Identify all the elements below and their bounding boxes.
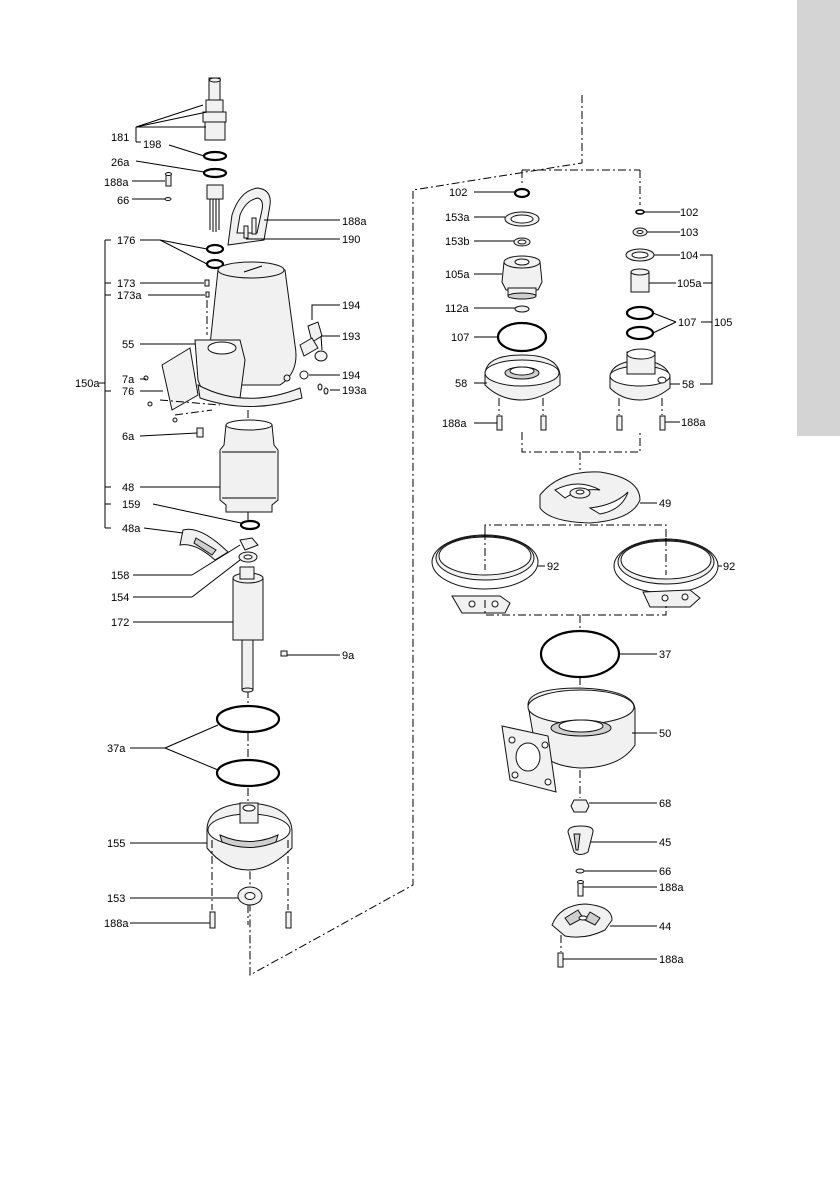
label-172: 172 xyxy=(111,617,129,629)
label-188a: 188a xyxy=(659,882,684,894)
label-37a: 37a xyxy=(107,743,126,755)
plug-assembly xyxy=(300,305,340,394)
label-193: 193 xyxy=(342,331,360,343)
label-153: 153 xyxy=(107,893,125,905)
label-48a: 48a xyxy=(122,523,141,535)
label-44: 44 xyxy=(659,921,671,933)
label-173: 173 xyxy=(117,278,135,290)
label-66: 66 xyxy=(117,195,129,207)
rotor-shaft xyxy=(233,567,263,692)
label-102: 102 xyxy=(449,187,467,199)
label-155: 155 xyxy=(107,838,125,850)
label-176: 176 xyxy=(117,235,135,247)
label-154: 154 xyxy=(111,592,129,604)
label-173a: 173a xyxy=(117,290,142,302)
label-188a: 188a xyxy=(442,418,467,430)
label-194: 194 xyxy=(342,300,360,312)
wear-plate xyxy=(552,904,612,937)
label-112a: 112a xyxy=(445,303,470,315)
label-188a: 188a xyxy=(681,417,706,429)
connector-line xyxy=(250,95,582,975)
label-45: 45 xyxy=(659,837,671,849)
label-58: 58 xyxy=(455,378,467,390)
connector-plug xyxy=(207,185,223,232)
label-66: 66 xyxy=(659,866,671,878)
label-6a: 6a xyxy=(122,431,135,443)
label-7a: 7a xyxy=(122,374,135,386)
label-107: 107 xyxy=(678,317,696,329)
label-159: 159 xyxy=(122,499,140,511)
lifting-handle xyxy=(228,188,270,245)
label-92: 92 xyxy=(547,561,559,573)
label-48: 48 xyxy=(122,482,134,494)
label-55: 55 xyxy=(122,339,134,351)
pump-housing xyxy=(502,688,635,792)
label-105: 105 xyxy=(714,317,732,329)
label-49: 49 xyxy=(659,498,671,510)
label-181: 181 xyxy=(111,132,129,144)
label-9a: 9a xyxy=(342,650,355,662)
cable-gland xyxy=(203,78,226,140)
label-92: 92 xyxy=(723,561,735,573)
label-107: 107 xyxy=(451,332,469,344)
label-153a: 153a xyxy=(445,212,470,224)
seal-flange-right xyxy=(610,349,670,400)
label-150a: 150a xyxy=(75,378,100,390)
label-153b: 153b xyxy=(445,236,469,248)
motor-housing xyxy=(195,262,302,407)
label-190: 190 xyxy=(342,234,360,246)
pump-assembly xyxy=(432,170,718,967)
label-68: 68 xyxy=(659,798,671,810)
label-188a: 188a xyxy=(104,918,129,930)
label-188a: 188a xyxy=(342,216,367,228)
label-188a: 188a xyxy=(659,954,684,966)
stator xyxy=(220,420,278,512)
label-158: 158 xyxy=(111,570,129,582)
label-188a: 188a xyxy=(104,177,129,189)
label-102: 102 xyxy=(680,207,698,219)
label-37: 37 xyxy=(659,649,671,661)
label-104: 104 xyxy=(680,250,698,262)
motor-assembly xyxy=(144,78,302,928)
label-194: 194 xyxy=(342,370,360,382)
seal-flange-left xyxy=(485,355,560,400)
bearing-flange xyxy=(207,803,292,870)
label-105a: 105a xyxy=(677,278,702,290)
label-76: 76 xyxy=(122,386,134,398)
label-58: 58 xyxy=(682,379,694,391)
shaft-seal-cartridge xyxy=(502,256,542,299)
label-103: 103 xyxy=(680,227,698,239)
impeller xyxy=(540,472,640,523)
label-50: 50 xyxy=(659,728,671,740)
label-26a: 26a xyxy=(111,157,130,169)
label-193a: 193a xyxy=(342,385,367,397)
label-198: 198 xyxy=(143,139,161,151)
label-105a: 105a xyxy=(445,269,470,281)
